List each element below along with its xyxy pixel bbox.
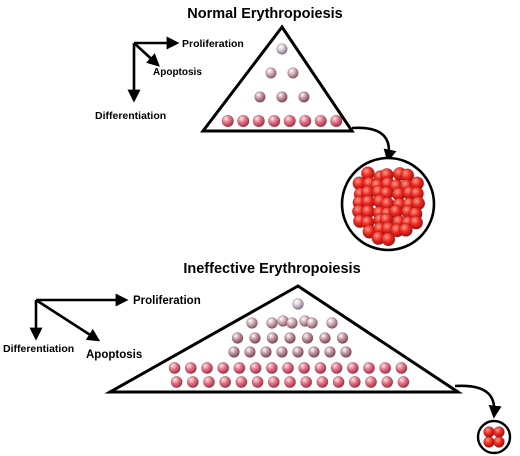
ineffective-cell: [217, 362, 230, 374]
normal-cell: [276, 43, 288, 55]
ineffective-cell: [298, 362, 311, 374]
normal-cell: [252, 114, 265, 128]
ineffective-cell: [397, 376, 410, 388]
ineffective-cell: [244, 346, 256, 358]
ineffective-cell: [231, 332, 244, 344]
ineffective-cell: [249, 362, 262, 374]
ineffective-section: Ineffective Erythropoiesis Proliferation…: [3, 261, 512, 455]
ineffective-cell: [228, 346, 240, 358]
ineffective-cell: [246, 317, 258, 329]
ineffective-cell: [336, 332, 349, 344]
ineffective-cell: [203, 376, 215, 388]
erythrocyte: [493, 426, 505, 438]
ineffective-output-arrow: [454, 384, 502, 419]
ineffective-apoptosis-arrow: [35, 298, 101, 342]
normal-differentiation-label: Differentiation: [95, 110, 166, 122]
erythrocyte: [381, 232, 396, 247]
ineffective-cell: [186, 376, 199, 388]
normal-cells: [221, 43, 343, 128]
normal-output-arrow: [351, 126, 397, 163]
ineffective-triangle: [104, 284, 463, 394]
ineffective-cell: [266, 332, 279, 344]
normal-cell: [276, 91, 288, 103]
ineffective-cell: [265, 362, 278, 374]
erythrocyte: [409, 215, 424, 230]
normal-triangle: [199, 24, 355, 133]
ineffective-cell: [292, 346, 304, 358]
ineffective-cell: [348, 376, 361, 388]
normal-cell: [330, 114, 343, 128]
ineffective-cell: [332, 376, 345, 388]
erythrocyte: [493, 436, 505, 448]
normal-cell: [287, 67, 299, 79]
normal-apoptosis-label: Apoptosis: [153, 67, 202, 78]
ineffective-cell: [168, 362, 181, 374]
ineffective-cell: [316, 376, 329, 388]
ineffective-cell: [395, 362, 408, 374]
normal-section: Normal Erythropoiesis Proliferation Apop…: [95, 6, 436, 252]
ineffective-erythrocytes: [483, 426, 505, 448]
ineffective-cell: [381, 376, 394, 388]
ineffective-cell: [326, 317, 338, 329]
ineffective-title: Ineffective Erythropoiesis: [183, 261, 360, 277]
ineffective-differentiation-label: Differentiation: [3, 343, 74, 355]
ineffective-cell: [300, 376, 313, 388]
ineffective-cell: [260, 346, 272, 358]
ineffective-cell: [170, 376, 183, 388]
ineffective-cell: [219, 376, 232, 388]
ineffective-cell: [233, 362, 246, 374]
erythrocyte: [483, 426, 495, 438]
ineffective-cell: [284, 332, 296, 344]
normal-erythrocytes: [351, 166, 426, 247]
ineffective-cells: [168, 298, 410, 388]
normal-cell: [254, 91, 266, 103]
ineffective-erythrocyte-pool: [476, 419, 512, 455]
ineffective-cell: [266, 317, 278, 329]
ineffective-cell: [251, 376, 264, 388]
ineffective-cell: [319, 332, 331, 344]
normal-cell: [221, 114, 234, 128]
ineffective-cell: [308, 346, 320, 358]
normal-proliferation-label: Proliferation: [182, 38, 244, 50]
erythrocyte: [483, 436, 495, 448]
ineffective-axes: Proliferation Apoptosis Differentiation: [3, 293, 201, 361]
normal-cell: [237, 114, 250, 128]
normal-cell: [299, 114, 312, 128]
ineffective-cell: [292, 298, 304, 310]
ineffective-cell: [379, 362, 392, 374]
ineffective-cell: [330, 362, 343, 374]
normal-cell: [314, 114, 327, 128]
erythrocyte: [398, 222, 413, 237]
ineffective-cell: [363, 362, 375, 374]
normal-axes: Proliferation Apoptosis Differentiation: [95, 36, 244, 122]
ineffective-cell: [282, 362, 294, 374]
ineffective-cell: [249, 332, 261, 344]
normal-cell: [298, 91, 310, 103]
normal-apoptosis-arrow: [133, 42, 160, 67]
ineffective-cell: [284, 376, 296, 388]
ineffective-cell: [346, 362, 359, 374]
ineffective-cell: [235, 376, 248, 388]
ineffective-cell: [267, 376, 280, 388]
ineffective-cell: [314, 362, 327, 374]
ineffective-cell: [301, 332, 314, 344]
ineffective-cell: [365, 376, 377, 388]
ineffective-cell: [201, 362, 213, 374]
normal-cell: [268, 114, 281, 128]
ineffective-cell: [306, 317, 318, 329]
ineffective-proliferation-label: Proliferation: [133, 295, 201, 307]
ineffective-cell: [276, 346, 288, 358]
ineffective-cell: [324, 346, 336, 358]
normal-cell: [283, 114, 296, 128]
normal-cell: [265, 67, 277, 79]
ineffective-cell: [184, 362, 197, 374]
ineffective-cell: [286, 317, 298, 329]
normal-title: Normal Erythropoiesis: [187, 6, 343, 22]
ineffective-apoptosis-label: Apoptosis: [86, 349, 142, 361]
ineffective-cell: [340, 346, 352, 358]
